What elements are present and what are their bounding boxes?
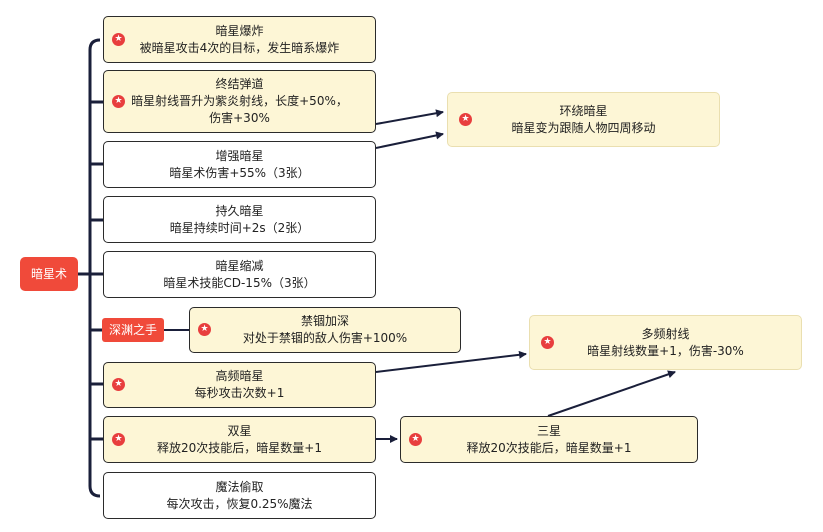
node-star-shrink[interactable]: 暗星缩减 暗星术技能CD-15%（3张）	[103, 251, 376, 298]
node-title: 环绕暗星	[559, 103, 608, 118]
node-desc: 被暗星攻击4次的目标，发生暗系爆炸	[139, 40, 340, 55]
root-node[interactable]: 暗星术	[20, 257, 78, 291]
star-badge-icon: ★	[112, 432, 125, 446]
star-badge-icon: ★	[112, 94, 125, 108]
star-badge-icon: ★	[541, 335, 554, 349]
node-desc: 对处于禁锢的敌人伤害+100%	[242, 331, 408, 345]
node-final-ray[interactable]: ★ 终结弹道 暗星射线晋升为紫炎射线，长度+50%， 伤害+30%	[103, 70, 376, 133]
node-desc: 释放20次技能后，暗星数量+1	[466, 440, 632, 455]
star-badge-icon: ★	[409, 432, 422, 446]
node-high-freq-star[interactable]: ★ 高频暗星 每秒攻击次数+1	[103, 362, 376, 408]
tree-spine	[88, 38, 101, 498]
node-empowered-star[interactable]: 增强暗星 暗星术伤害+55%（3张）	[103, 141, 376, 188]
star-badge-icon: ★	[112, 378, 125, 391]
node-title: 增强暗星	[215, 148, 264, 163]
star-badge-icon: ★	[198, 323, 211, 336]
node-title: 高频暗星	[215, 369, 264, 383]
node-title: 持久暗星	[215, 203, 264, 218]
node-lasting-star[interactable]: 持久暗星 暗星持续时间+2s（2张）	[103, 196, 376, 243]
node-desc: 释放20次技能后，暗星数量+1	[157, 440, 322, 455]
node-title: 三星	[536, 423, 561, 438]
node-title: 暗星缩减	[215, 258, 264, 273]
node-mana-steal[interactable]: 魔法偷取 每次攻击，恢复0.25%魔法	[103, 472, 376, 519]
node-title: 禁锢加深	[300, 314, 349, 328]
node-desc: 伤害+30%	[209, 111, 270, 125]
branch-tag-deep-hand[interactable]: 深渊之手	[102, 318, 164, 342]
node-orbiting-star[interactable]: ★ 环绕暗星 暗星变为跟随人物四周移动	[447, 92, 720, 147]
node-desc: 每秒攻击次数+1	[194, 386, 285, 400]
star-badge-icon: ★	[459, 112, 472, 126]
arrow-high-freq-to-multi	[375, 350, 527, 373]
node-multi-ray[interactable]: ★ 多频射线 暗星射线数量+1，伤害-30%	[529, 315, 802, 370]
node-desc: 暗星射线数量+1，伤害-30%	[587, 343, 744, 358]
node-title: 双星	[227, 423, 252, 438]
arrow-empowered-to-orbit	[375, 131, 444, 149]
node-dark-star-burst[interactable]: ★ 暗星爆炸 被暗星攻击4次的目标，发生暗系爆炸	[103, 16, 376, 63]
node-twin-star[interactable]: ★ 双星 释放20次技能后，暗星数量+1	[103, 416, 376, 463]
node-title: 多频射线	[641, 326, 690, 341]
node-desc: 暗星术伤害+55%（3张）	[169, 165, 310, 180]
node-desc: 暗星射线晋升为紫炎射线，长度+50%，	[131, 94, 348, 108]
node-title: 暗星爆炸	[215, 23, 264, 38]
star-badge-icon: ★	[112, 32, 125, 46]
node-desc: 暗星持续时间+2s（2张）	[169, 220, 310, 235]
node-title: 终结弹道	[215, 77, 264, 91]
node-deep-bind[interactable]: ★ 禁锢加深 对处于禁锢的敌人伤害+100%	[189, 307, 461, 353]
node-desc: 暗星变为跟随人物四周移动	[511, 120, 656, 135]
node-desc: 每次攻击，恢复0.25%魔法	[166, 496, 313, 511]
arrow-final-ray-to-orbit	[375, 109, 444, 125]
node-title: 魔法偷取	[215, 479, 264, 494]
node-triple-star[interactable]: ★ 三星 释放20次技能后，暗星数量+1	[400, 416, 698, 463]
arrow-triple-to-multi	[547, 370, 676, 417]
node-desc: 暗星术技能CD-15%（3张）	[163, 275, 316, 290]
